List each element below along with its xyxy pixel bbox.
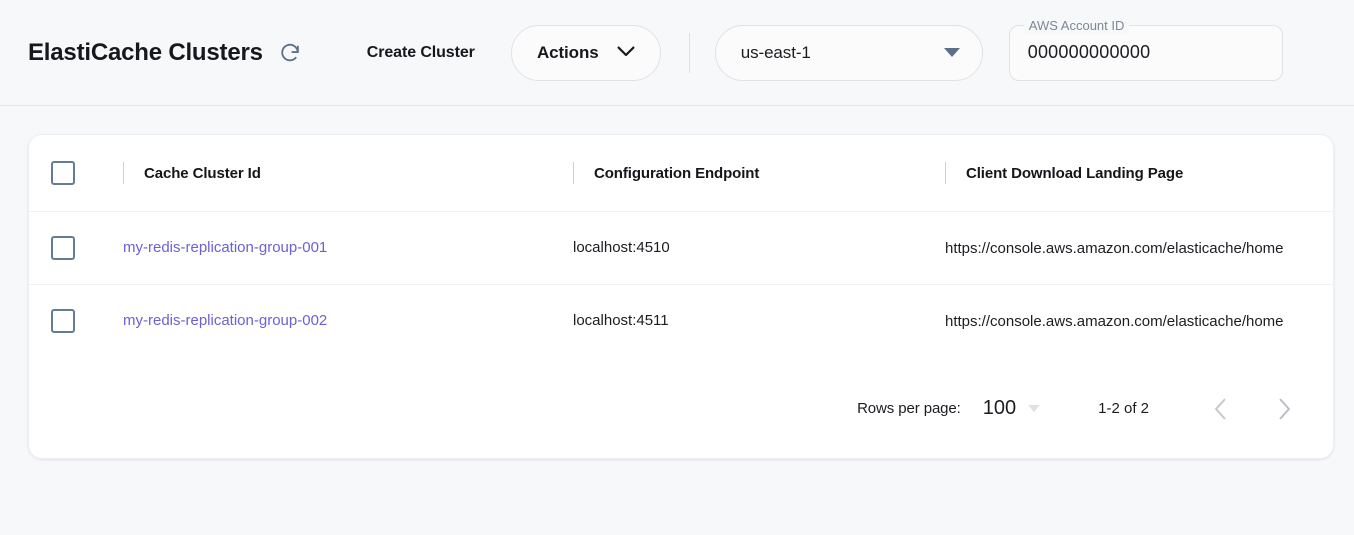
- row-select-cell: [51, 236, 123, 260]
- previous-page-button[interactable]: [1197, 386, 1243, 432]
- next-page-button[interactable]: [1261, 386, 1307, 432]
- chevron-down-icon: [617, 44, 635, 62]
- main-content: Cache Cluster Id Configuration Endpoint …: [0, 106, 1354, 459]
- column-header-label: Configuration Endpoint: [594, 164, 760, 182]
- row-checkbox[interactable]: [51, 309, 75, 333]
- aws-account-id-field[interactable]: AWS Account ID: [1008, 17, 1283, 81]
- cell-configuration-endpoint: localhost:4510: [573, 239, 945, 257]
- rows-per-page-value: 100: [982, 397, 1017, 419]
- cell-cache-cluster-id: my-redis-replication-group-001: [123, 239, 573, 257]
- row-select-cell: [51, 309, 123, 333]
- column-header-client-download-landing-page[interactable]: Client Download Landing Page: [945, 162, 1333, 184]
- column-header-cache-cluster-id[interactable]: Cache Cluster Id: [123, 162, 573, 184]
- table-pagination: Rows per page: 100 1-2 of 2: [29, 357, 1333, 458]
- pagination-range-label: 1-2 of 2: [1098, 400, 1149, 417]
- landing-page-url-text: https://console.aws.amazon.com/elasticac…: [945, 239, 1284, 257]
- aws-account-id-label: AWS Account ID: [1023, 17, 1130, 34]
- cell-configuration-endpoint: localhost:4511: [573, 312, 945, 330]
- app-header: ElastiCache Clusters Create Cluster Acti…: [0, 0, 1354, 106]
- select-all-cell: [51, 161, 123, 185]
- landing-page-url-text: https://console.aws.amazon.com/elasticac…: [945, 312, 1284, 330]
- rows-per-page-label: Rows per page:: [857, 400, 961, 417]
- table-row[interactable]: my-redis-replication-group-002 localhost…: [29, 284, 1333, 357]
- rows-per-page-select[interactable]: 100: [982, 397, 1041, 420]
- actions-button-label: Actions: [536, 42, 599, 62]
- clusters-table-card: Cache Cluster Id Configuration Endpoint …: [28, 134, 1334, 459]
- cluster-id-link[interactable]: my-redis-replication-group-002: [123, 312, 328, 329]
- region-select-value: us-east-1: [740, 42, 811, 62]
- row-checkbox[interactable]: [51, 236, 75, 260]
- page-title: ElastiCache Clusters: [28, 38, 263, 66]
- cluster-id-link[interactable]: my-redis-replication-group-001: [123, 239, 328, 256]
- caret-down-icon: [1028, 405, 1041, 412]
- column-header-configuration-endpoint[interactable]: Configuration Endpoint: [573, 162, 945, 184]
- column-separator: [945, 162, 946, 184]
- aws-account-id-input[interactable]: [1027, 42, 1264, 63]
- chevron-left-icon: [1214, 398, 1227, 420]
- region-select[interactable]: us-east-1: [714, 24, 983, 81]
- header-divider: [688, 32, 690, 73]
- configuration-endpoint-text: localhost:4510: [573, 239, 670, 256]
- configuration-endpoint-text: localhost:4511: [573, 312, 669, 329]
- column-separator: [573, 162, 574, 184]
- chevron-right-icon: [1278, 398, 1291, 420]
- cell-client-download-landing-page: https://console.aws.amazon.com/elasticac…: [945, 313, 1333, 330]
- refresh-icon: [279, 42, 301, 64]
- column-header-label: Client Download Landing Page: [966, 164, 1184, 182]
- table-header-row: Cache Cluster Id Configuration Endpoint …: [29, 135, 1333, 211]
- refresh-icon-button[interactable]: [273, 36, 307, 70]
- column-separator: [123, 162, 124, 184]
- select-all-checkbox[interactable]: [51, 161, 75, 185]
- column-header-label: Cache Cluster Id: [144, 164, 261, 182]
- table-row[interactable]: my-redis-replication-group-001 localhost…: [29, 211, 1333, 284]
- create-cluster-button[interactable]: Create Cluster: [365, 36, 477, 70]
- cell-client-download-landing-page: https://console.aws.amazon.com/elasticac…: [945, 240, 1333, 257]
- caret-down-icon: [943, 48, 960, 57]
- cell-cache-cluster-id: my-redis-replication-group-002: [123, 312, 573, 330]
- actions-button[interactable]: Actions: [510, 24, 661, 81]
